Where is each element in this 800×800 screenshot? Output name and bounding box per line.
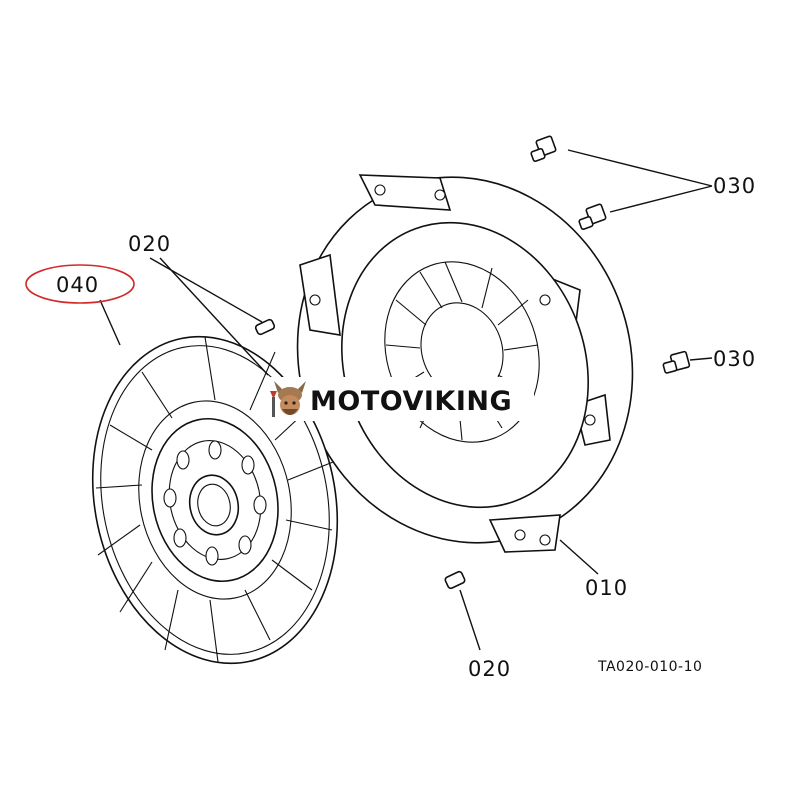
dowel-pin-020-top <box>254 318 276 336</box>
cover-lobe-left <box>299 253 341 336</box>
bolt-030-mid <box>662 350 691 374</box>
cover-lobe-top <box>358 174 452 211</box>
label-040: 040 <box>56 273 99 297</box>
brand-text: MOTOVIKING <box>310 386 512 417</box>
label-030-top: 030 <box>713 174 756 198</box>
watermark-graphic: MOTOVIKING <box>270 381 512 417</box>
damper-springs <box>163 440 267 566</box>
label-020-top: 020 <box>128 232 171 256</box>
label-010: 010 <box>585 576 628 600</box>
bolt-030-top-1 <box>530 135 557 162</box>
watermark-banner: MOTOVIKING <box>268 377 534 421</box>
disc-segments <box>95 336 334 663</box>
label-030-mid: 030 <box>713 347 756 371</box>
bolt-030-top-2 <box>578 203 607 230</box>
drawing-code: TA020-010-10 <box>597 659 702 675</box>
label-020-bottom: 020 <box>468 657 511 681</box>
clutch-cover-assembly <box>296 174 634 553</box>
highlight-ellipse-040 <box>25 264 135 304</box>
disc-friction-inner <box>138 400 292 600</box>
viking-logo-icon <box>270 381 306 417</box>
dowel-pin-020-bottom <box>444 570 466 590</box>
leader-lines <box>99 149 713 651</box>
